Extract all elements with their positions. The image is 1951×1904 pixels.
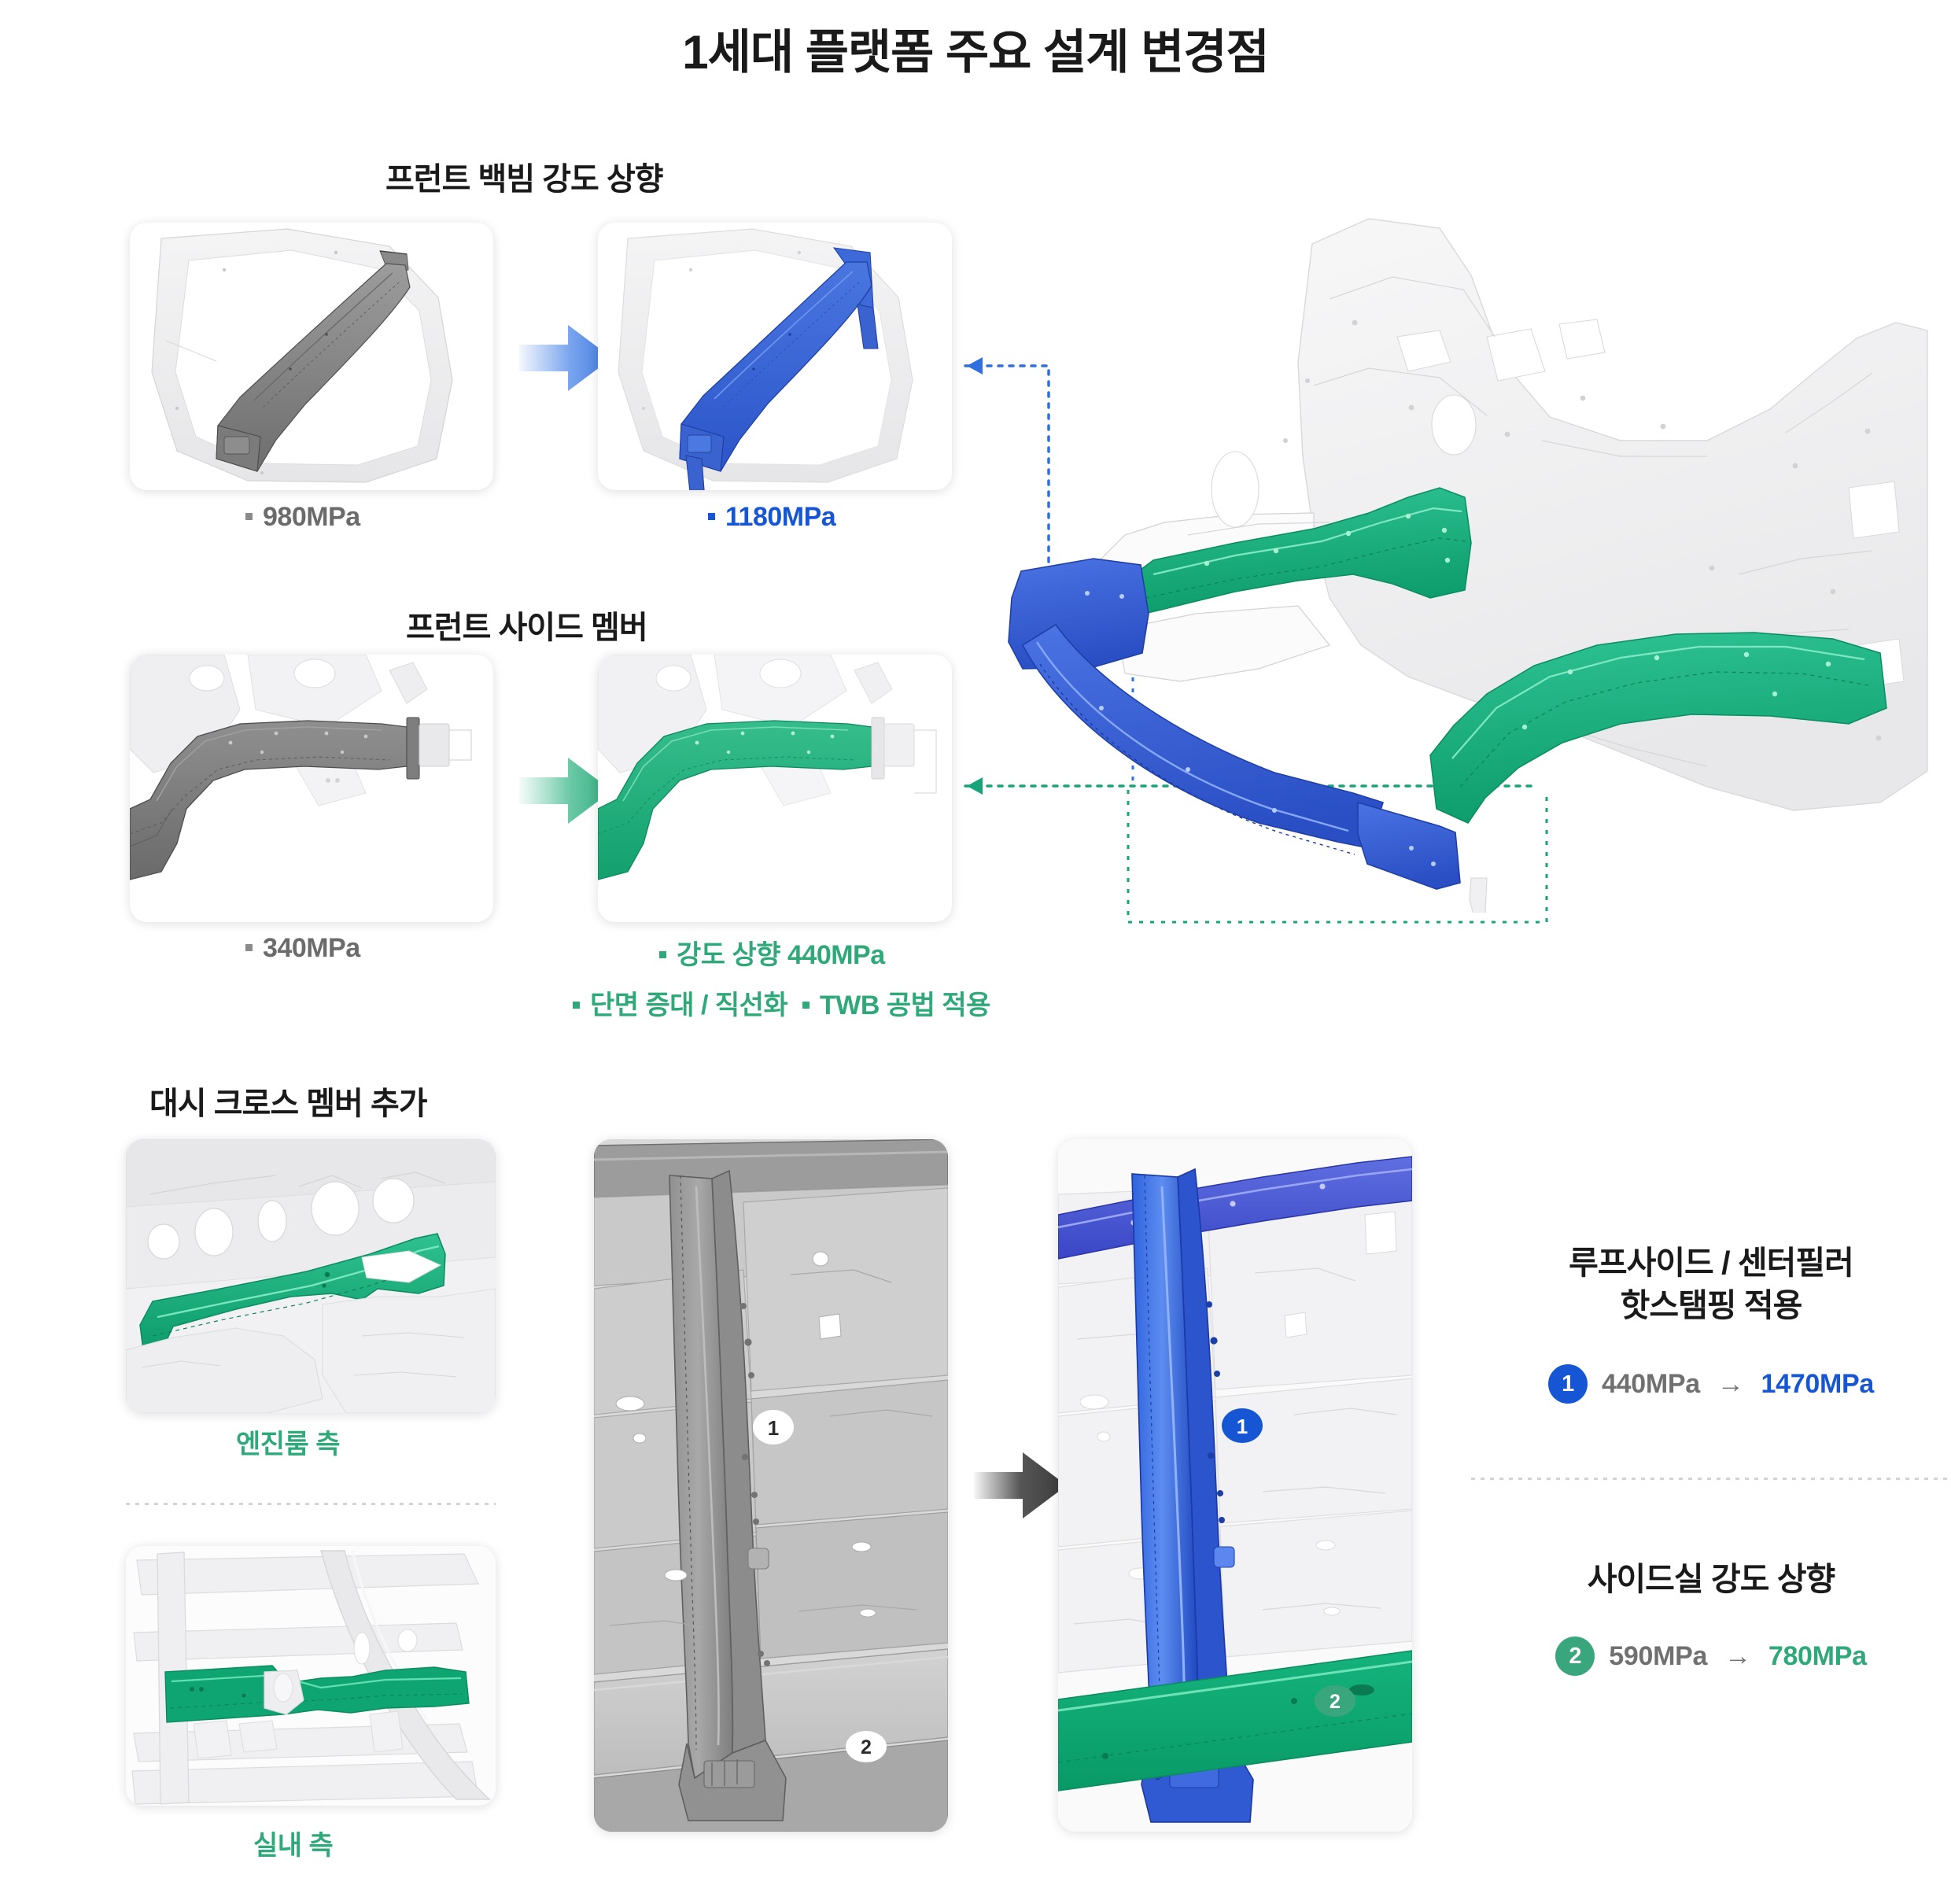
main-chassis-render <box>999 205 1951 918</box>
dash-cross-member-divider <box>126 1503 496 1505</box>
front-back-beam-after-caption: 1180MPa <box>708 502 836 533</box>
transform-arrow-dark <box>974 1446 1068 1525</box>
svg-text:2: 2 <box>1330 1691 1341 1713</box>
front-side-member-after-caption-1: 강도 상향 440MPa <box>659 933 885 972</box>
legend-divider <box>1471 1478 1951 1480</box>
legend-roofside-new-value: 1470MPa <box>1761 1368 1875 1399</box>
legend-item-roofside: 루프사이드 / 센터필러 핫스탬핑 적용 1 440MPa → 1470MPa <box>1471 1242 1951 1404</box>
badge-1: 1 <box>1548 1364 1588 1404</box>
front-back-beam-before-cad <box>151 228 453 483</box>
main-chassis-cad <box>1008 218 1928 918</box>
dash-cross-member-engine-caption: 엔진룸 측 <box>236 1430 341 1459</box>
legend-sidesill-new-value: 780MPa <box>1768 1640 1867 1671</box>
section-heading-front-back-beam: 프런트 백빔 강도 상향 <box>385 162 664 197</box>
badge-2: 2 <box>1555 1636 1595 1677</box>
pillar-after-marker-2: 2 <box>1315 1685 1355 1717</box>
bullet-icon <box>708 512 715 520</box>
pillar-before-image: 1 2 <box>594 1139 948 1832</box>
front-back-beam-after-cad <box>618 228 913 490</box>
bullet-icon <box>245 512 253 520</box>
pillar-after-image: 1 2 <box>1058 1139 1412 1832</box>
leader-line-green <box>948 775 1546 917</box>
legend-roofside-title: 루프사이드 / 센터필러 핫스탬핑 적용 <box>1471 1242 1951 1327</box>
dash-cross-member-cabin-caption: 실내 측 <box>253 1831 334 1861</box>
bullet-icon <box>802 1001 810 1009</box>
dash-cross-member-cabin-cad <box>126 1546 496 1806</box>
pillar-before-cad: 1 2 <box>594 1139 948 1832</box>
svg-text:1: 1 <box>1237 1415 1248 1438</box>
leader-line-blue <box>948 338 1058 582</box>
bullet-icon <box>573 1001 580 1009</box>
bullet-icon <box>245 943 253 951</box>
front-side-member-after-caption-2: 단면 증대 / 직선화 <box>573 983 788 1022</box>
arrow-right-icon: → <box>1717 1368 1744 1399</box>
svg-text:1: 1 <box>768 1416 779 1440</box>
page-title: 1세대 플랫폼 주요 설계 변경점 <box>682 26 1269 79</box>
transform-arrow-blue-1 <box>519 319 614 397</box>
legend-sidesill-old-value: 590MPa <box>1609 1640 1708 1671</box>
dash-cross-member-engine-image <box>126 1139 496 1413</box>
section-heading-front-side-member: 프런트 사이드 멤버 <box>406 611 648 645</box>
front-back-beam-after-image <box>598 223 952 490</box>
pillar-after-marker-1: 1 <box>1222 1408 1263 1443</box>
front-side-member-after-cad <box>598 655 937 880</box>
legend-item-sidesill: 사이드실 강도 상향 2 590MPa → 780MPa <box>1471 1558 1951 1677</box>
legend-roofside-title-line1: 루프사이드 / 센터필러 <box>1569 1245 1854 1281</box>
legend-roofside-values: 1 440MPa → 1470MPa <box>1471 1364 1951 1404</box>
front-side-member-after-image <box>598 655 952 922</box>
dash-cross-member-engine-cad <box>126 1139 496 1413</box>
dash-cross-member-cabin-image <box>126 1546 496 1806</box>
transform-arrow-green-1 <box>519 751 614 830</box>
leader-region-outline <box>1125 787 1550 928</box>
bullet-icon <box>659 950 666 958</box>
arrow-right-icon: → <box>1724 1640 1751 1671</box>
legend-sidesill-title-line1: 사이드실 강도 상향 <box>1587 1561 1836 1597</box>
pillar-before-marker-2: 2 <box>846 1731 887 1762</box>
front-back-beam-before-image <box>130 223 493 490</box>
legend-roofside-old-value: 440MPa <box>1602 1368 1700 1399</box>
front-side-member-before-image <box>130 655 493 922</box>
legend-sidesill-title: 사이드실 강도 상향 <box>1471 1558 1951 1600</box>
legend-roofside-title-line2: 핫스탬핑 적용 <box>1620 1287 1803 1324</box>
pillar-after-cad: 1 2 <box>1058 1139 1412 1832</box>
front-side-member-after-caption-3: TWB 공법 적용 <box>802 983 990 1022</box>
svg-text:2: 2 <box>861 1736 872 1758</box>
legend-sidesill-values: 2 590MPa → 780MPa <box>1471 1636 1951 1677</box>
front-side-member-before-cad <box>130 655 472 880</box>
front-back-beam-before-caption: 980MPa <box>245 502 360 533</box>
pillar-before-marker-1: 1 <box>753 1410 794 1445</box>
section-heading-dash-cross-member: 대시 크로스 멤버 추가 <box>149 1087 428 1121</box>
front-side-member-before-caption: 340MPa <box>245 933 360 964</box>
